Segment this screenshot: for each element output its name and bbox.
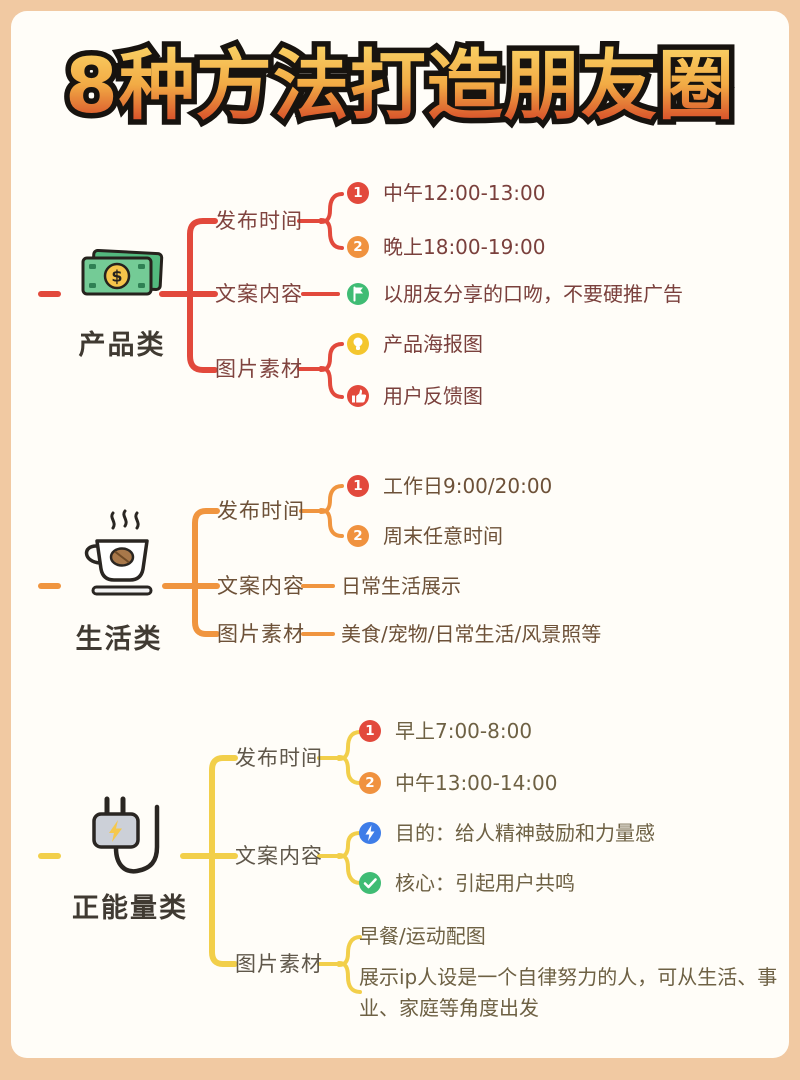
branch-label-publish-time: 发布时间 [215,209,303,233]
mindmap-item: 核心：引起用户共鸣 [359,870,575,896]
mindmap-item: 早餐/运动配图 [359,923,486,949]
check-icon [359,872,381,894]
section-energy-lines [38,730,362,994]
category-label-positive-energy: 正能量类 [72,893,188,924]
item-text: 展示ip人设是一个自律努力的人，可从生活、事业、家庭等角度出发 [359,965,778,1020]
flag-icon [347,283,369,305]
thumbs-up-icon [347,385,369,407]
mindmap-item: 1 早上7:00-8:00 [359,718,532,744]
item-text: 晚上18:00-19:00 [383,235,546,259]
mindmap-item: 2 中午13:00-14:00 [359,770,558,796]
mindmap-item: 美食/宠物/日常生活/风景照等 [341,621,601,647]
svg-text:$: $ [111,267,122,286]
number-2-badge: 2 [347,236,369,258]
item-text: 美食/宠物/日常生活/风景照等 [341,622,602,646]
item-text: 用户反馈图 [383,384,483,408]
category-label-product: 产品类 [78,330,166,361]
section-product-lines [38,192,344,399]
branch-label-publish-time: 发布时间 [217,499,305,523]
mindmap-item: 展示ip人设是一个自律努力的人，可从生活、事业、家庭等角度出发 [359,962,791,1024]
mindmap-item: 1 工作日9:00/20:00 [347,473,552,499]
section-life-lines [38,484,344,637]
item-text: 早上7:00-8:00 [395,719,533,743]
branch-label-copy-content: 文案内容 [235,844,323,868]
number-1-badge: 1 [347,475,369,497]
money-icon: $ [75,248,171,305]
branch-label-publish-time: 发布时间 [235,746,323,770]
plug-icon [77,795,187,899]
mindmap-item: 用户反馈图 [347,383,483,409]
category-label-life: 生活类 [75,624,163,655]
item-text: 中午13:00-14:00 [395,771,558,795]
number-2-badge: 2 [347,525,369,547]
branch-label-image-material: 图片素材 [235,952,323,976]
bulb-icon [347,333,369,355]
connector-lines [38,192,362,994]
number-2-badge: 2 [359,772,381,794]
item-text: 产品海报图 [383,332,483,356]
branch-label-copy-content: 文案内容 [215,282,303,306]
mindmap-item: 日常生活展示 [341,573,461,599]
item-text: 以朋友分享的口吻，不要硬推广告 [383,282,683,306]
page-title-text: 8种方法打造朋友圈 [65,24,735,134]
item-text: 中午12:00-13:00 [383,181,546,205]
item-text: 日常生活展示 [341,574,461,598]
branch-label-image-material: 图片素材 [215,357,303,381]
number-1-badge: 1 [347,182,369,204]
mindmap-item: 目的：给人精神鼓励和力量感 [359,820,655,846]
page-frame: 8种方法打造朋友圈 8种方法打造朋友圈 [11,11,789,1058]
item-text: 工作日9:00/20:00 [383,474,553,498]
coffee-icon [73,509,173,603]
branch-label-image-material: 图片素材 [217,622,305,646]
item-text: 核心：引起用户共鸣 [395,871,575,895]
page-title: 8种方法打造朋友圈 8种方法打造朋友圈 [11,24,789,136]
item-text: 早餐/运动配图 [359,924,486,948]
branch-label-copy-content: 文案内容 [217,574,305,598]
mindmap-item: 2 晚上18:00-19:00 [347,234,546,260]
lightning-icon [359,822,381,844]
mindmap-item: 2 周末任意时间 [347,523,503,549]
item-text: 目的：给人精神鼓励和力量感 [395,821,655,845]
mindmap-item: 1 中午12:00-13:00 [347,180,546,206]
mindmap-item: 以朋友分享的口吻，不要硬推广告 [347,281,683,307]
number-1-badge: 1 [359,720,381,742]
page-title-outline: 8种方法打造朋友圈 [60,24,740,136]
item-text: 周末任意时间 [383,524,503,548]
mindmap-item: 产品海报图 [347,331,483,357]
